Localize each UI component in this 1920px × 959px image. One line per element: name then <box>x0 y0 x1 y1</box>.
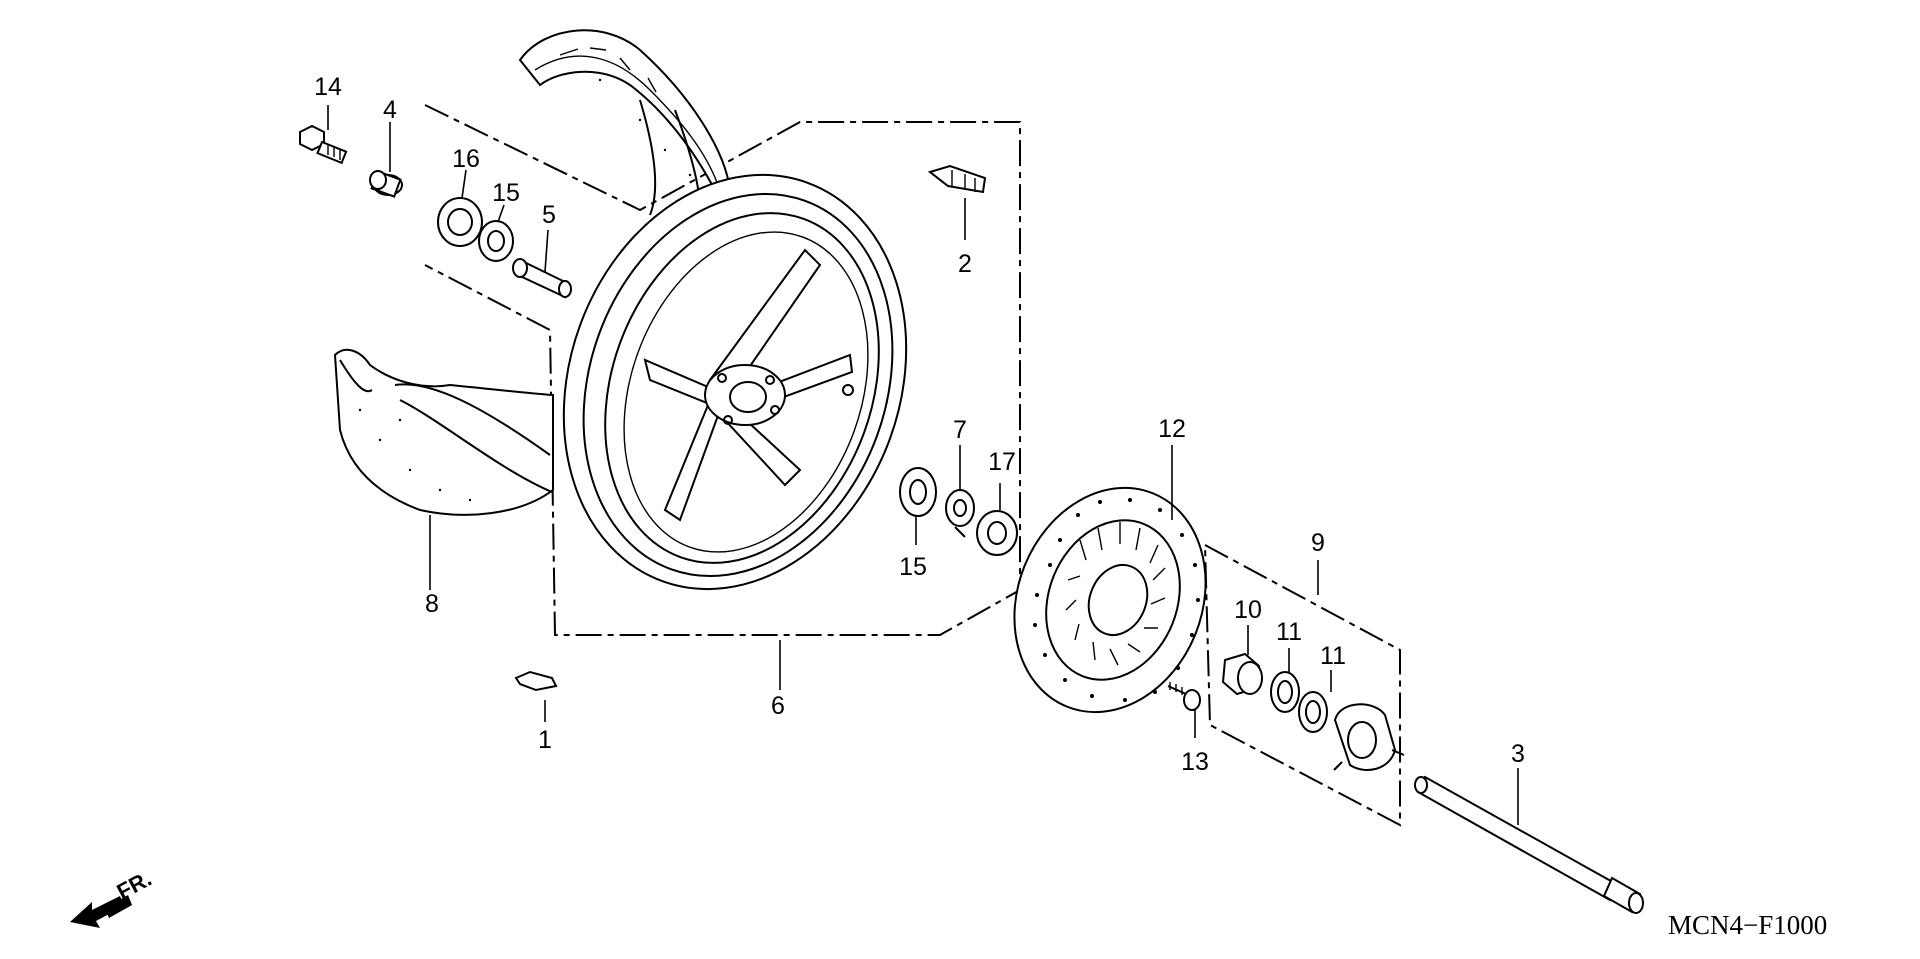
side-collar <box>369 170 403 198</box>
dust-seal <box>437 197 483 247</box>
wheel-rim <box>562 173 908 591</box>
tire-upper-half <box>518 29 732 216</box>
front-axle <box>1414 775 1644 914</box>
diagram-code: MCN4−F1000 <box>1668 910 1827 940</box>
oil-seal-b <box>1298 691 1328 733</box>
tire-valve <box>927 164 987 194</box>
callout-7: 7 <box>953 416 967 444</box>
callout-11-a: 11 <box>1276 618 1302 646</box>
callout-12: 12 <box>1158 415 1186 443</box>
callout-10: 10 <box>1234 596 1262 624</box>
brake-disc <box>1013 486 1207 714</box>
radial-ball-bearing-right <box>899 467 937 517</box>
bearing-retainer <box>945 489 975 538</box>
callout-1: 1 <box>538 726 552 754</box>
callout-6: 6 <box>771 692 785 720</box>
dust-seal-right <box>976 510 1018 556</box>
callout-15-left: 15 <box>492 179 520 207</box>
distance-collar <box>512 258 572 299</box>
tire-lower-half <box>333 348 554 516</box>
hub-assembly-outline <box>1204 544 1401 827</box>
radial-ball-bearing-left <box>478 220 514 262</box>
balance-weight <box>514 670 558 692</box>
oil-seal-a <box>1270 671 1300 713</box>
callout-17: 17 <box>988 448 1016 476</box>
side-collar-hub <box>1221 652 1263 696</box>
disc-bolt <box>1167 682 1201 711</box>
front-direction-arrow: FR. <box>70 866 156 928</box>
callout-2: 2 <box>958 250 972 278</box>
callout-11-b: 11 <box>1320 642 1346 670</box>
callout-14: 14 <box>314 73 342 101</box>
callout-9: 9 <box>1311 529 1325 557</box>
callout-16: 16 <box>452 145 480 173</box>
callout-4: 4 <box>383 96 397 124</box>
callout-8: 8 <box>425 590 439 618</box>
callout-15-right: 15 <box>899 553 927 581</box>
callout-5: 5 <box>542 201 556 229</box>
flange-bolt <box>299 124 348 165</box>
speedometer-gearbox <box>1333 703 1405 771</box>
callout-13: 13 <box>1181 748 1209 776</box>
callout-3: 3 <box>1511 740 1525 768</box>
